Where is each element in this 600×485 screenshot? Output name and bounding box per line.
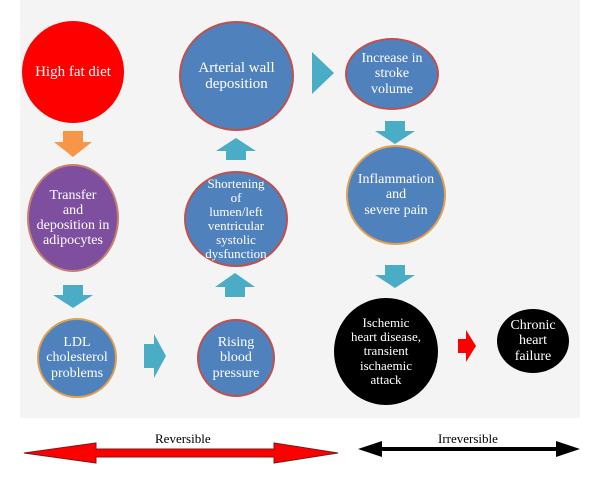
chronic-hf-label: Chronic heart failure bbox=[510, 318, 556, 364]
rising-bp-node: Rising blood pressure bbox=[197, 319, 275, 397]
arterial-wall-label: Arterial wall deposition bbox=[198, 59, 275, 92]
ldl-cholesterol-label: LDL cholesterol problems bbox=[46, 335, 108, 381]
arrow-stroke-to-inflammation bbox=[375, 121, 415, 144]
ischemic-node: Ischemic heart disease, transient ischae… bbox=[334, 298, 438, 405]
rising-bp-label: Rising blood pressure bbox=[212, 335, 260, 381]
transfer-deposition-label: Transfer and deposition in adipocytes bbox=[36, 187, 110, 249]
arrow-bp-to-shortening bbox=[215, 273, 255, 297]
stroke-volume-label: Increase in stroke volume bbox=[361, 51, 423, 97]
arrow-transfer-to-ldl bbox=[53, 285, 93, 308]
high-fat-diet-label: High fat diet bbox=[35, 63, 111, 80]
shortening-lumen-label: Shortening of lumen/left ventricular sys… bbox=[205, 175, 267, 262]
transfer-deposition-node: Transfer and deposition in adipocytes bbox=[27, 164, 119, 272]
shortening-lumen-node: Shortening of lumen/left ventricular sys… bbox=[184, 171, 288, 267]
reversible-double-arrow bbox=[23, 442, 339, 464]
high-fat-diet-node: High fat diet bbox=[22, 21, 124, 123]
arrow-shortening-to-arterial bbox=[216, 138, 256, 160]
irreversible-label: Irreversible bbox=[438, 431, 498, 446]
inflammation-node: Inflammation and severe pain bbox=[346, 145, 446, 245]
inflammation-label: Inflammation and severe pain bbox=[357, 172, 435, 218]
reversible-label: Reversible bbox=[155, 431, 211, 446]
arrow-inflammation-to-ischemic bbox=[375, 265, 415, 288]
stroke-volume-node: Increase in stroke volume bbox=[345, 38, 439, 110]
arterial-wall-node: Arterial wall deposition bbox=[179, 21, 294, 131]
irreversible-double-arrow bbox=[358, 441, 580, 457]
chronic-hf-node: Chronic heart failure bbox=[497, 309, 569, 373]
arrow-arterial-to-stroke bbox=[312, 52, 334, 94]
arrow-ischemic-to-chronic bbox=[458, 330, 476, 362]
arrow-diet-to-transfer bbox=[54, 131, 92, 157]
ldl-cholesterol-node: LDL cholesterol problems bbox=[37, 318, 117, 398]
ischemic-label: Ischemic heart disease, transient ischae… bbox=[350, 315, 422, 387]
arrow-ldl-to-bp bbox=[144, 334, 166, 378]
